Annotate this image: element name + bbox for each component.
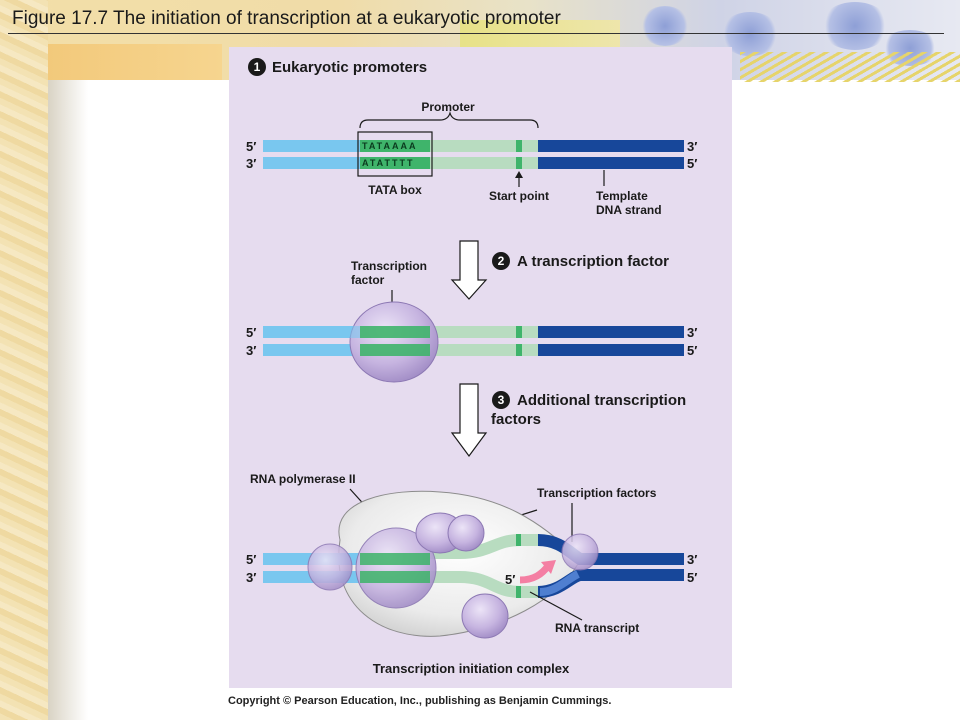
dna-bottom-left <box>263 157 360 169</box>
step1-five-prime-bottom: 5′ <box>687 156 697 171</box>
dna-bottom-start <box>516 157 522 169</box>
copyright-notice: Copyright © Pearson Education, Inc., pub… <box>228 695 612 707</box>
rna-transcript-label: RNA transcript <box>555 621 639 635</box>
step2-three-prime-top: 3′ <box>687 325 697 340</box>
tata-sequence-top: TATAAAA <box>362 141 418 151</box>
dna-top-right <box>538 140 684 152</box>
dna2-top-left <box>263 326 360 338</box>
factor-lower <box>461 593 509 639</box>
tata-sequence-bottom: ATATTTT <box>362 158 414 168</box>
slide-left-shadow <box>48 80 88 720</box>
step2-three-prime-bottom: 3′ <box>246 343 256 358</box>
start-point-arrowhead <box>515 171 523 178</box>
initiation-complex-label: Transcription initiation complex <box>373 661 570 676</box>
step3-three-prime-bottom: 3′ <box>246 570 256 585</box>
transcription-factor-label-line1: Transcription <box>351 259 427 273</box>
step1-three-prime-top: 3′ <box>687 139 697 154</box>
step-2: 2 A transcription factor Transcription f… <box>246 252 697 383</box>
decor-orange-block <box>32 44 222 80</box>
step2-five-prime-bottom: 5′ <box>687 343 697 358</box>
step3-five-prime-top: 5′ <box>246 552 256 567</box>
step-2-number: 2 <box>498 254 505 268</box>
dna-bottom-tata <box>360 157 430 169</box>
slide-left-decoration <box>0 0 48 720</box>
slide-title: Figure 17.7 The initiation of transcript… <box>12 8 561 29</box>
tata-box-label: TATA box <box>368 183 422 197</box>
step-1-badge <box>248 58 266 76</box>
decor-grass <box>740 52 960 82</box>
step-3-title-line1: Additional transcription <box>517 392 686 409</box>
title-underline <box>8 33 944 34</box>
dna-bottom-right <box>538 157 684 169</box>
dna2-top-tata <box>360 326 430 338</box>
step3-five-prime-bottom: 5′ <box>687 570 697 585</box>
rna-polymerase-label: RNA polymerase II <box>250 472 356 486</box>
transcription-factor-blob <box>349 301 439 383</box>
step-2-title: A transcription factor <box>517 253 669 270</box>
start-point-label: Start point <box>489 189 549 203</box>
rna-transcript-pointer <box>529 591 583 621</box>
dna-top-left <box>263 140 360 152</box>
dna2-bottom-start <box>516 344 522 356</box>
step2-five-prime-top: 5′ <box>246 325 256 340</box>
factor-upper-b <box>447 514 485 552</box>
step-2-badge <box>492 252 510 270</box>
down-arrow-2 <box>450 383 488 458</box>
dna2-left-through <box>350 326 360 338</box>
dna2-bottom-tata <box>360 344 430 356</box>
step-1-number: 1 <box>254 60 261 74</box>
dna3-top-tata-overlay <box>360 553 430 565</box>
dna2-bottom-left <box>263 344 360 356</box>
template-label-line1: Template <box>596 189 648 203</box>
template-label-line2: DNA strand <box>596 203 662 217</box>
dna2-top-start <box>516 326 522 338</box>
decor-flower-1 <box>640 6 690 46</box>
step-1: 1 Eukaryotic promoters Promoter TATAAAA … <box>246 58 697 217</box>
down-arrow-1 <box>450 240 488 300</box>
decor-yellow-block <box>460 20 620 50</box>
dna3-template-highlight <box>539 570 580 596</box>
rna-transcript-arrowhead <box>541 560 556 574</box>
step1-five-prime-top: 5′ <box>246 139 256 154</box>
dna2-top-right <box>538 326 684 338</box>
dna-top-tata <box>360 140 430 152</box>
tata-box-outline <box>357 131 433 177</box>
promoter-brace <box>359 110 539 129</box>
step-3-number: 3 <box>498 393 505 407</box>
rna-five-prime: 5′ <box>505 572 515 587</box>
promoter-label: Promoter <box>421 100 475 114</box>
factor-right <box>561 533 599 571</box>
decor-flower-3 <box>820 2 890 50</box>
dna3-bottom-start <box>516 586 521 598</box>
transcription-factor-label-line2: factor <box>351 273 385 287</box>
step1-three-prime-bottom: 3′ <box>246 156 256 171</box>
transcription-factors-label: Transcription factors <box>537 486 657 500</box>
factor-small-left <box>307 543 353 591</box>
step-3: 3 Additional transcription factors RNA p… <box>246 391 697 676</box>
dna-top-start <box>516 140 522 152</box>
step-3-title-line2: factors <box>491 411 541 428</box>
slide-top-decoration <box>0 0 960 82</box>
dna3-bottom-tata-overlay <box>360 571 430 583</box>
dna3-top-start <box>516 534 521 546</box>
step-3-badge <box>492 391 510 409</box>
step3-three-prime-top: 3′ <box>687 552 697 567</box>
factor-tata-large <box>355 527 437 609</box>
step-1-title: Eukaryotic promoters <box>272 59 427 76</box>
dna2-bottom-right <box>538 344 684 356</box>
